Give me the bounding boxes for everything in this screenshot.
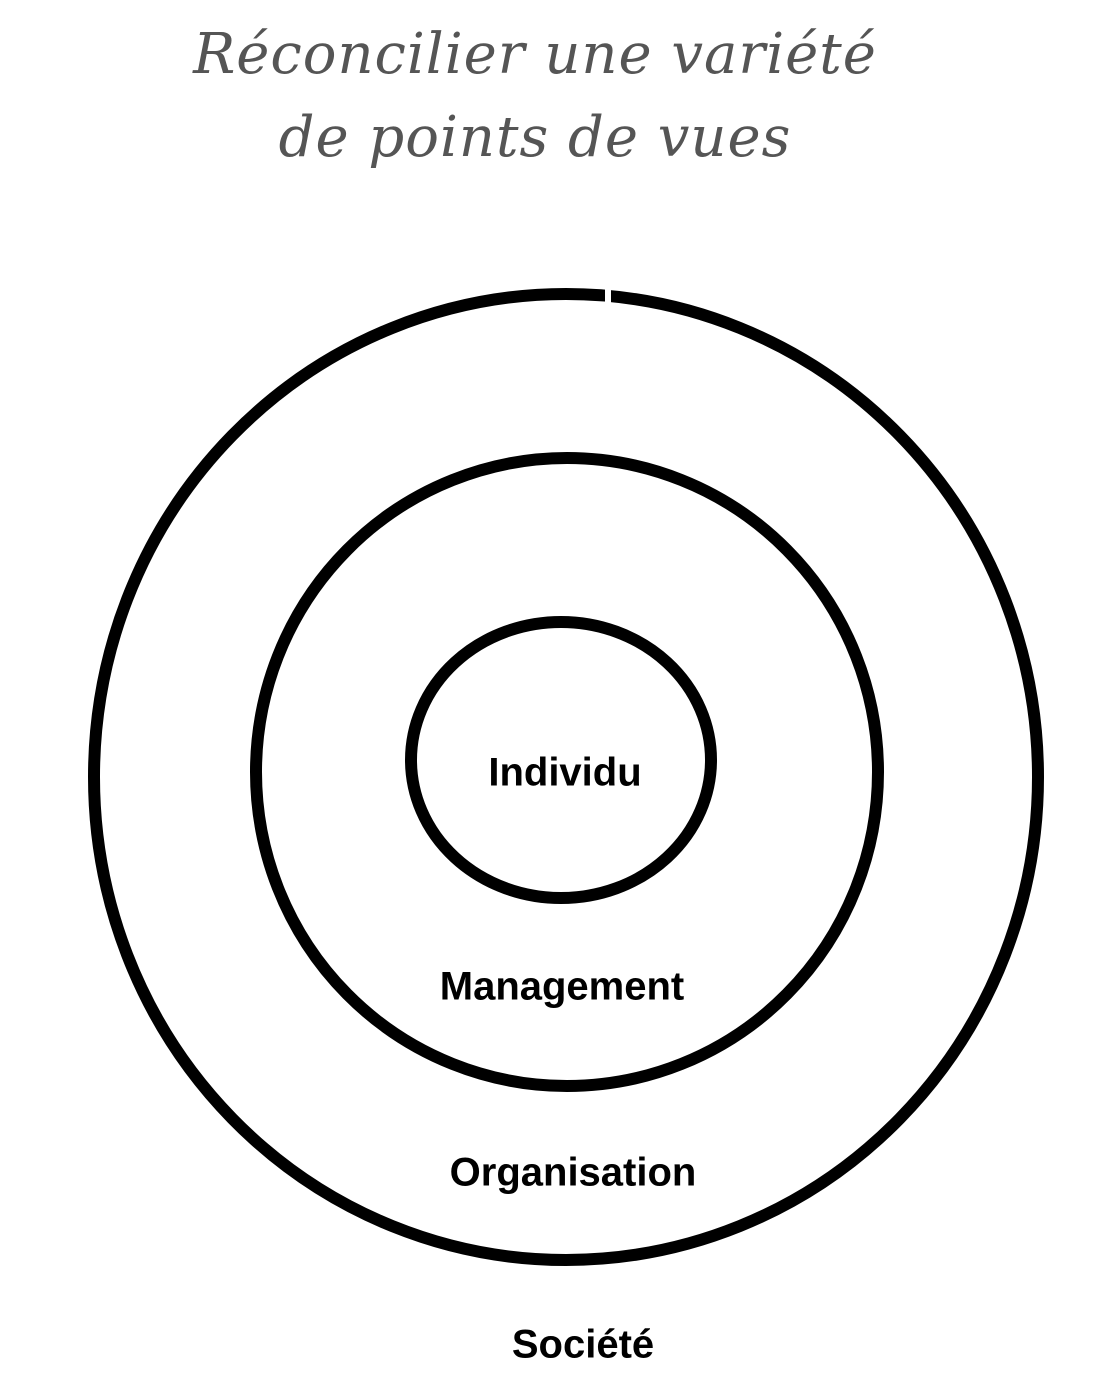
title-line-2: de points de vues	[278, 105, 792, 170]
title-line-1: Réconcilier une variété	[193, 22, 877, 87]
middle-ring-organisation	[250, 452, 884, 1092]
label-organisation: Organisation	[449, 1150, 697, 1195]
label-societe: Société	[511, 1322, 655, 1367]
label-individu: Individu	[488, 750, 642, 795]
outer-ring-societe	[88, 288, 1044, 1266]
outer-ring-gap	[605, 280, 611, 304]
inner-ring-individu	[405, 616, 717, 904]
label-management: Management	[439, 964, 685, 1009]
